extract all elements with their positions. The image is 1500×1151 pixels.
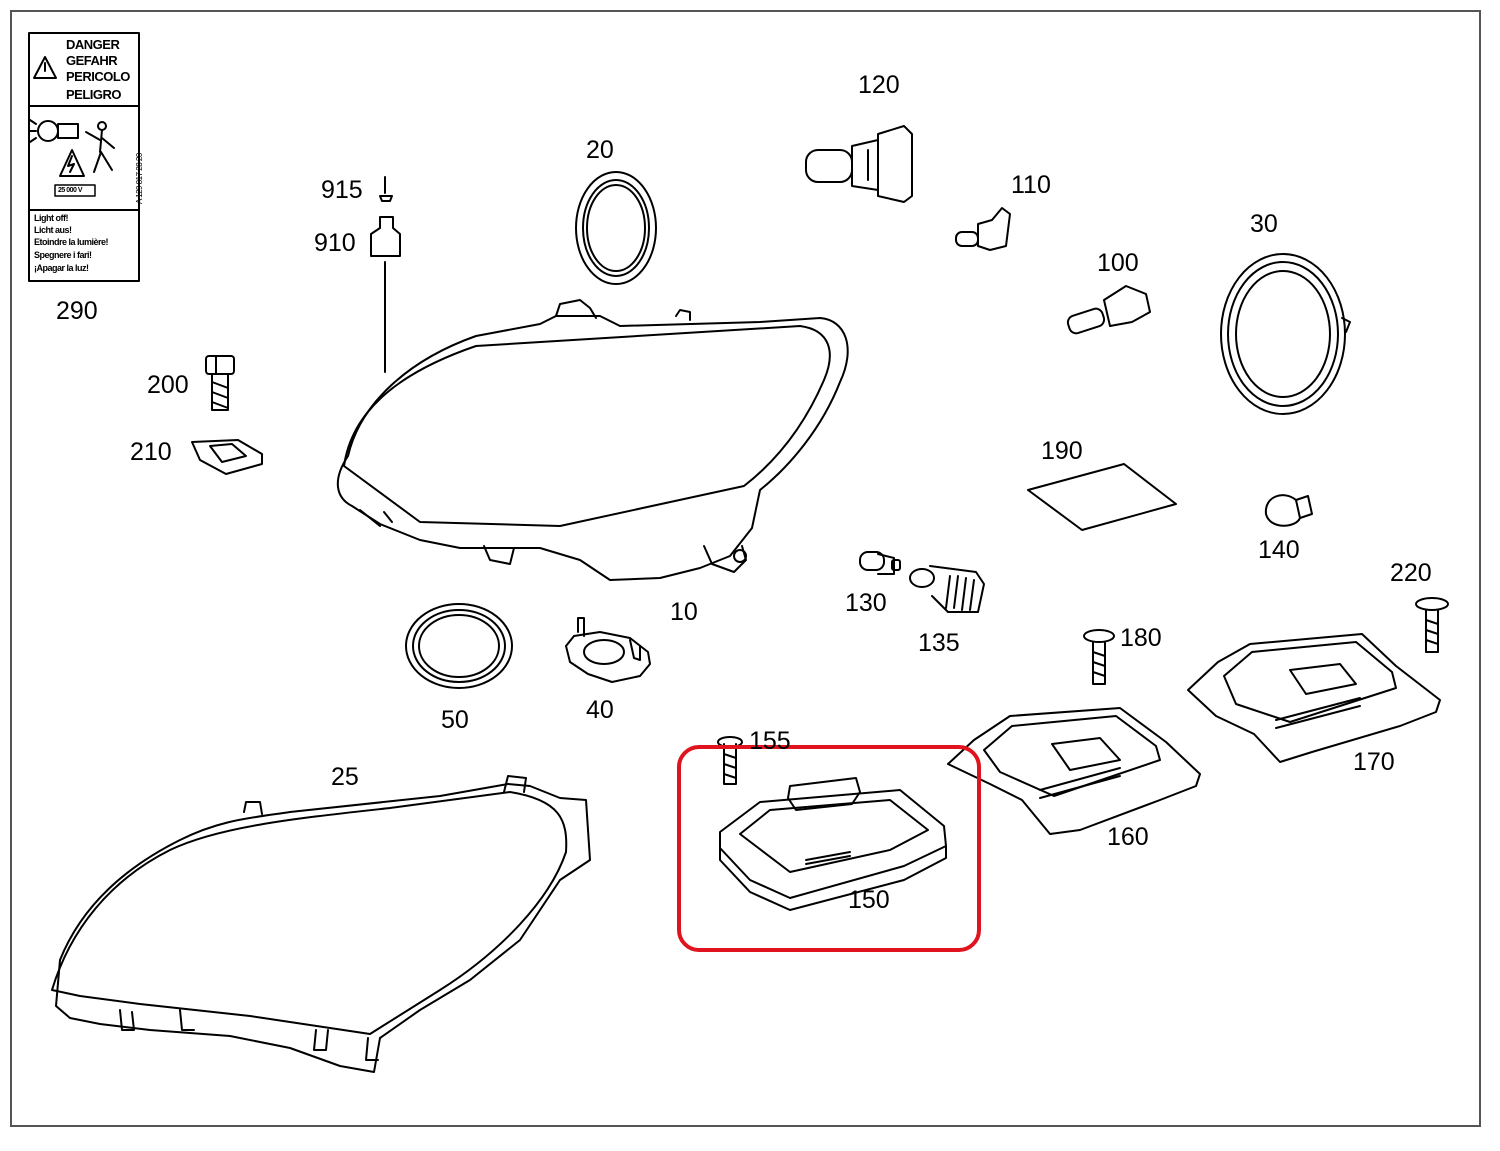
warning-title-1: DANGER xyxy=(66,37,120,52)
label-140: 140 xyxy=(1258,536,1300,564)
part-160-drawing xyxy=(947,707,1201,835)
label-150: 150 xyxy=(848,886,890,914)
high-voltage-icon xyxy=(59,149,85,177)
label-25: 25 xyxy=(331,763,359,791)
warning-triangle-icon xyxy=(33,56,57,79)
label-20: 20 xyxy=(586,136,614,164)
part-180-drawing xyxy=(1083,629,1115,685)
part-915-drawing xyxy=(379,176,393,202)
part-110-drawing xyxy=(955,207,1011,251)
part-140-drawing xyxy=(1264,494,1313,527)
warning-title-3: PERICOLO xyxy=(66,69,130,84)
label-100: 100 xyxy=(1097,249,1139,277)
label-50: 50 xyxy=(441,706,469,734)
label-170: 170 xyxy=(1353,748,1395,776)
part-155-drawing xyxy=(717,736,743,785)
warning-part-number: A 129 817 28 20 xyxy=(135,153,144,204)
warning-title-4: PELIGRO xyxy=(66,87,122,102)
part-210-drawing xyxy=(191,439,263,475)
label-200: 200 xyxy=(147,371,189,399)
part-30-drawing xyxy=(1220,253,1351,415)
label-40: 40 xyxy=(586,696,614,724)
part-100-drawing xyxy=(1066,285,1151,335)
warning-title-2: GEFAHR xyxy=(66,53,118,68)
label-220: 220 xyxy=(1390,559,1432,587)
part-200-drawing xyxy=(205,355,235,411)
label-210: 210 xyxy=(130,438,172,466)
highlight-box-150 xyxy=(677,745,981,952)
part-40-drawing xyxy=(565,617,651,683)
warning-instruction-5: ¡Apagar la luz! xyxy=(34,263,89,273)
label-180: 180 xyxy=(1120,624,1162,652)
warning-instruction-3: Etoindre la lumière! xyxy=(34,237,109,247)
warning-instruction-1: Light off! xyxy=(34,213,68,223)
label-190: 190 xyxy=(1041,437,1083,465)
label-30: 30 xyxy=(1250,210,1278,238)
label-155: 155 xyxy=(749,727,791,755)
part-170-drawing xyxy=(1187,633,1441,763)
person-icon xyxy=(97,121,107,131)
warning-label-290 xyxy=(28,32,140,282)
label-915: 915 xyxy=(321,176,363,204)
part-910-drawing xyxy=(370,216,401,373)
part-220-drawing xyxy=(1415,597,1449,653)
part-150-drawing xyxy=(719,777,947,911)
warning-voltage: 25 000 V xyxy=(58,187,83,194)
part-130-drawing xyxy=(859,551,901,575)
label-110: 110 xyxy=(1011,171,1051,199)
label-120: 120 xyxy=(858,71,900,99)
label-10: 10 xyxy=(670,598,698,626)
part-135-drawing xyxy=(909,565,985,613)
part-10-drawing xyxy=(336,299,849,581)
part-20-drawing xyxy=(575,171,657,285)
part-25-drawing xyxy=(51,775,591,1073)
diagram-frame xyxy=(10,10,1481,1127)
label-135: 135 xyxy=(918,629,960,657)
label-160: 160 xyxy=(1107,823,1149,851)
part-190-drawing xyxy=(1027,463,1177,531)
label-130: 130 xyxy=(845,589,887,617)
part-50-drawing xyxy=(405,603,513,689)
headlamp-glow-icon xyxy=(37,120,59,142)
warning-instruction-4: Spegnere i fari! xyxy=(34,250,92,260)
warning-instruction-2: Licht aus! xyxy=(34,225,72,235)
label-290: 290 xyxy=(56,297,98,325)
part-120-drawing xyxy=(805,125,913,203)
label-910: 910 xyxy=(314,229,356,257)
